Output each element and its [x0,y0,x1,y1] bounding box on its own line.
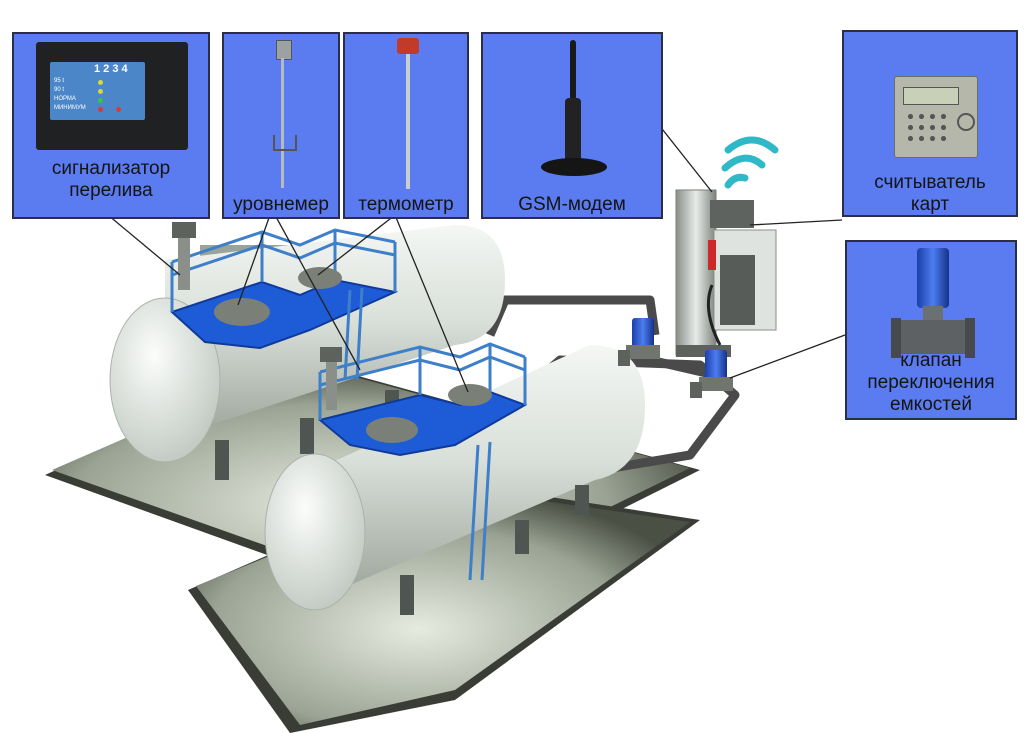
callout-overfill-alarm: 1 2 3 4 95 t 90 t НОРМА МИНИМУМ сигнализ… [12,32,210,219]
level-gauge-probe-icon [273,40,297,190]
callout-card-reader: считыватель карт [842,30,1018,217]
panel-row-2: 90 t [54,87,65,93]
callout-level-gauge: уровнемер [222,32,340,219]
gsm-modem-caption: GSM-модем [518,194,626,215]
callout-thermometer: термометр [343,32,469,219]
thermometer-probe-icon [397,38,419,189]
panel-row-1: 95 t [54,78,65,84]
level-gauge-caption: уровнемер [233,194,329,215]
panel-row-4: МИНИМУМ [54,105,86,111]
panel-numbers: 1 2 3 4 [94,63,128,75]
thermometer-caption: термометр [358,194,454,215]
panel-row-3: НОРМА [54,96,76,102]
gsm-antenna-icon [541,40,607,190]
storage-tank-front [264,345,645,615]
leader-lines [107,119,846,393]
valve-assembly-1 [618,318,660,366]
switch-valve-icon [891,248,975,358]
wireless-signal-icon [721,136,779,189]
overfill-alarm-caption: сигнализатор перелива [51,158,171,201]
storage-tank-back [109,225,505,480]
card-reader-caption: считыватель карт [874,172,986,215]
service-platform-back [170,222,399,381]
valve-assembly-2 [690,350,733,398]
overfill-alarm-panel-icon: 1 2 3 4 95 t 90 t НОРМА МИНИМУМ [36,42,188,150]
callout-gsm-modem: GSM-модем [481,32,663,219]
tank-valve-caption: клапан переключения емкостей [867,350,995,415]
card-reader-terminal-icon [894,76,978,158]
fuel-dispenser [675,189,777,357]
service-platform-front [317,342,528,581]
callout-tank-valve: клапан переключения емкостей [845,240,1017,420]
